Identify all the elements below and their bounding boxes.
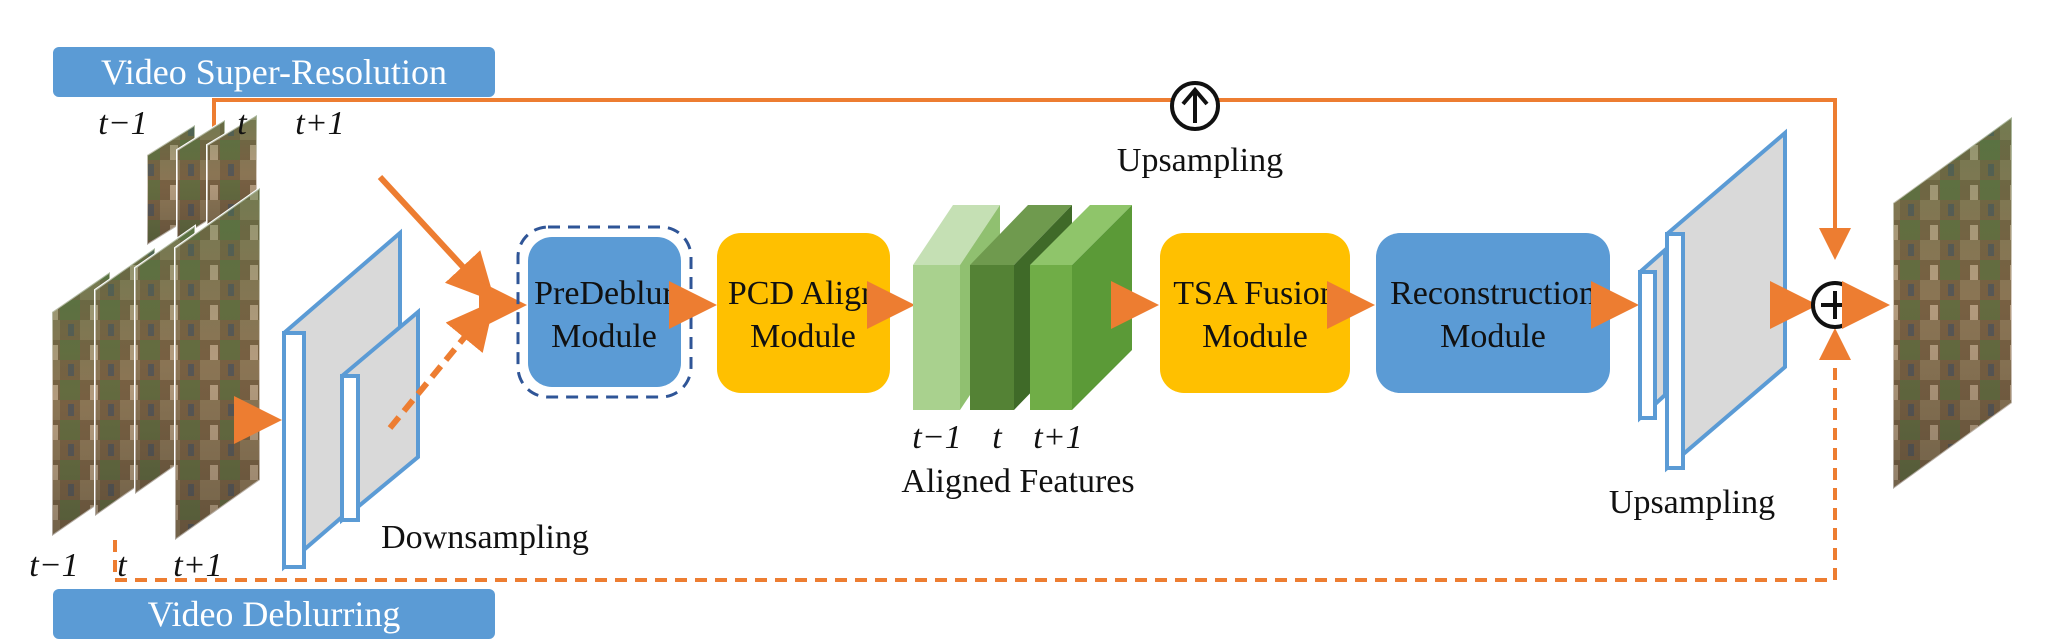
tag-video-deblurring: Video Deblurring	[53, 589, 495, 639]
downsampling-block	[282, 228, 420, 572]
sr-frame-label-next: t+1	[295, 105, 344, 142]
feature-label-cur: t	[992, 419, 1003, 456]
feature-label-next: t+1	[1033, 419, 1082, 456]
predeblur-label-line1: PreDeblur	[534, 275, 674, 312]
downsampling-label: Downsampling	[381, 519, 589, 556]
deblur-input-frames	[51, 186, 261, 542]
sr-frame-label-prev: t−1	[98, 105, 147, 142]
tsa-label-line2: Module	[1202, 318, 1308, 355]
tsa-label-line1: TSA Fusion	[1173, 275, 1336, 312]
upsampling-top-label: Upsampling	[1117, 142, 1283, 179]
feature-block-next	[1030, 205, 1132, 410]
tag-deblur-label: Video Deblurring	[148, 594, 401, 634]
reconstruction-module: Reconstruction Module	[1376, 233, 1610, 393]
output-frame	[1892, 115, 2013, 491]
upsampling-right-label: Upsampling	[1609, 484, 1775, 521]
deblur-frame-label-prev: t−1	[29, 547, 78, 584]
pcd-label-line2: Module	[750, 318, 856, 355]
reconstruction-label-line2: Module	[1440, 318, 1546, 355]
sr-frame-label-cur: t	[237, 105, 248, 142]
reconstruction-label-line1: Reconstruction	[1390, 275, 1596, 312]
deblur-frame-label-next: t+1	[173, 547, 222, 584]
arrow-deblur-to-predeblur	[387, 300, 495, 430]
tsa-fusion-module: TSA Fusion Module	[1160, 233, 1350, 393]
predeblur-module: PreDeblur Module	[516, 225, 693, 399]
up-arrow-circle-icon	[1170, 81, 1220, 131]
predeblur-label-line2: Module	[551, 318, 657, 355]
aligned-features-label: Aligned Features	[901, 463, 1134, 500]
arrow-sr-to-predeblur	[377, 174, 496, 302]
deblur-frame-label-cur: t	[117, 547, 128, 584]
pcd-label-line1: PCD Align	[728, 275, 878, 312]
plus-circle-icon	[1811, 281, 1859, 329]
tag-video-super-resolution: Video Super-Resolution	[53, 47, 495, 97]
aligned-features	[913, 205, 1132, 410]
upsampling-block	[1638, 128, 1787, 473]
sr-input-frames	[146, 113, 258, 247]
deblur-skip-path	[113, 328, 1851, 582]
pcd-align-module: PCD Align Module	[717, 233, 890, 393]
feature-label-prev: t−1	[912, 419, 961, 456]
tag-vsr-label: Video Super-Resolution	[101, 52, 447, 92]
